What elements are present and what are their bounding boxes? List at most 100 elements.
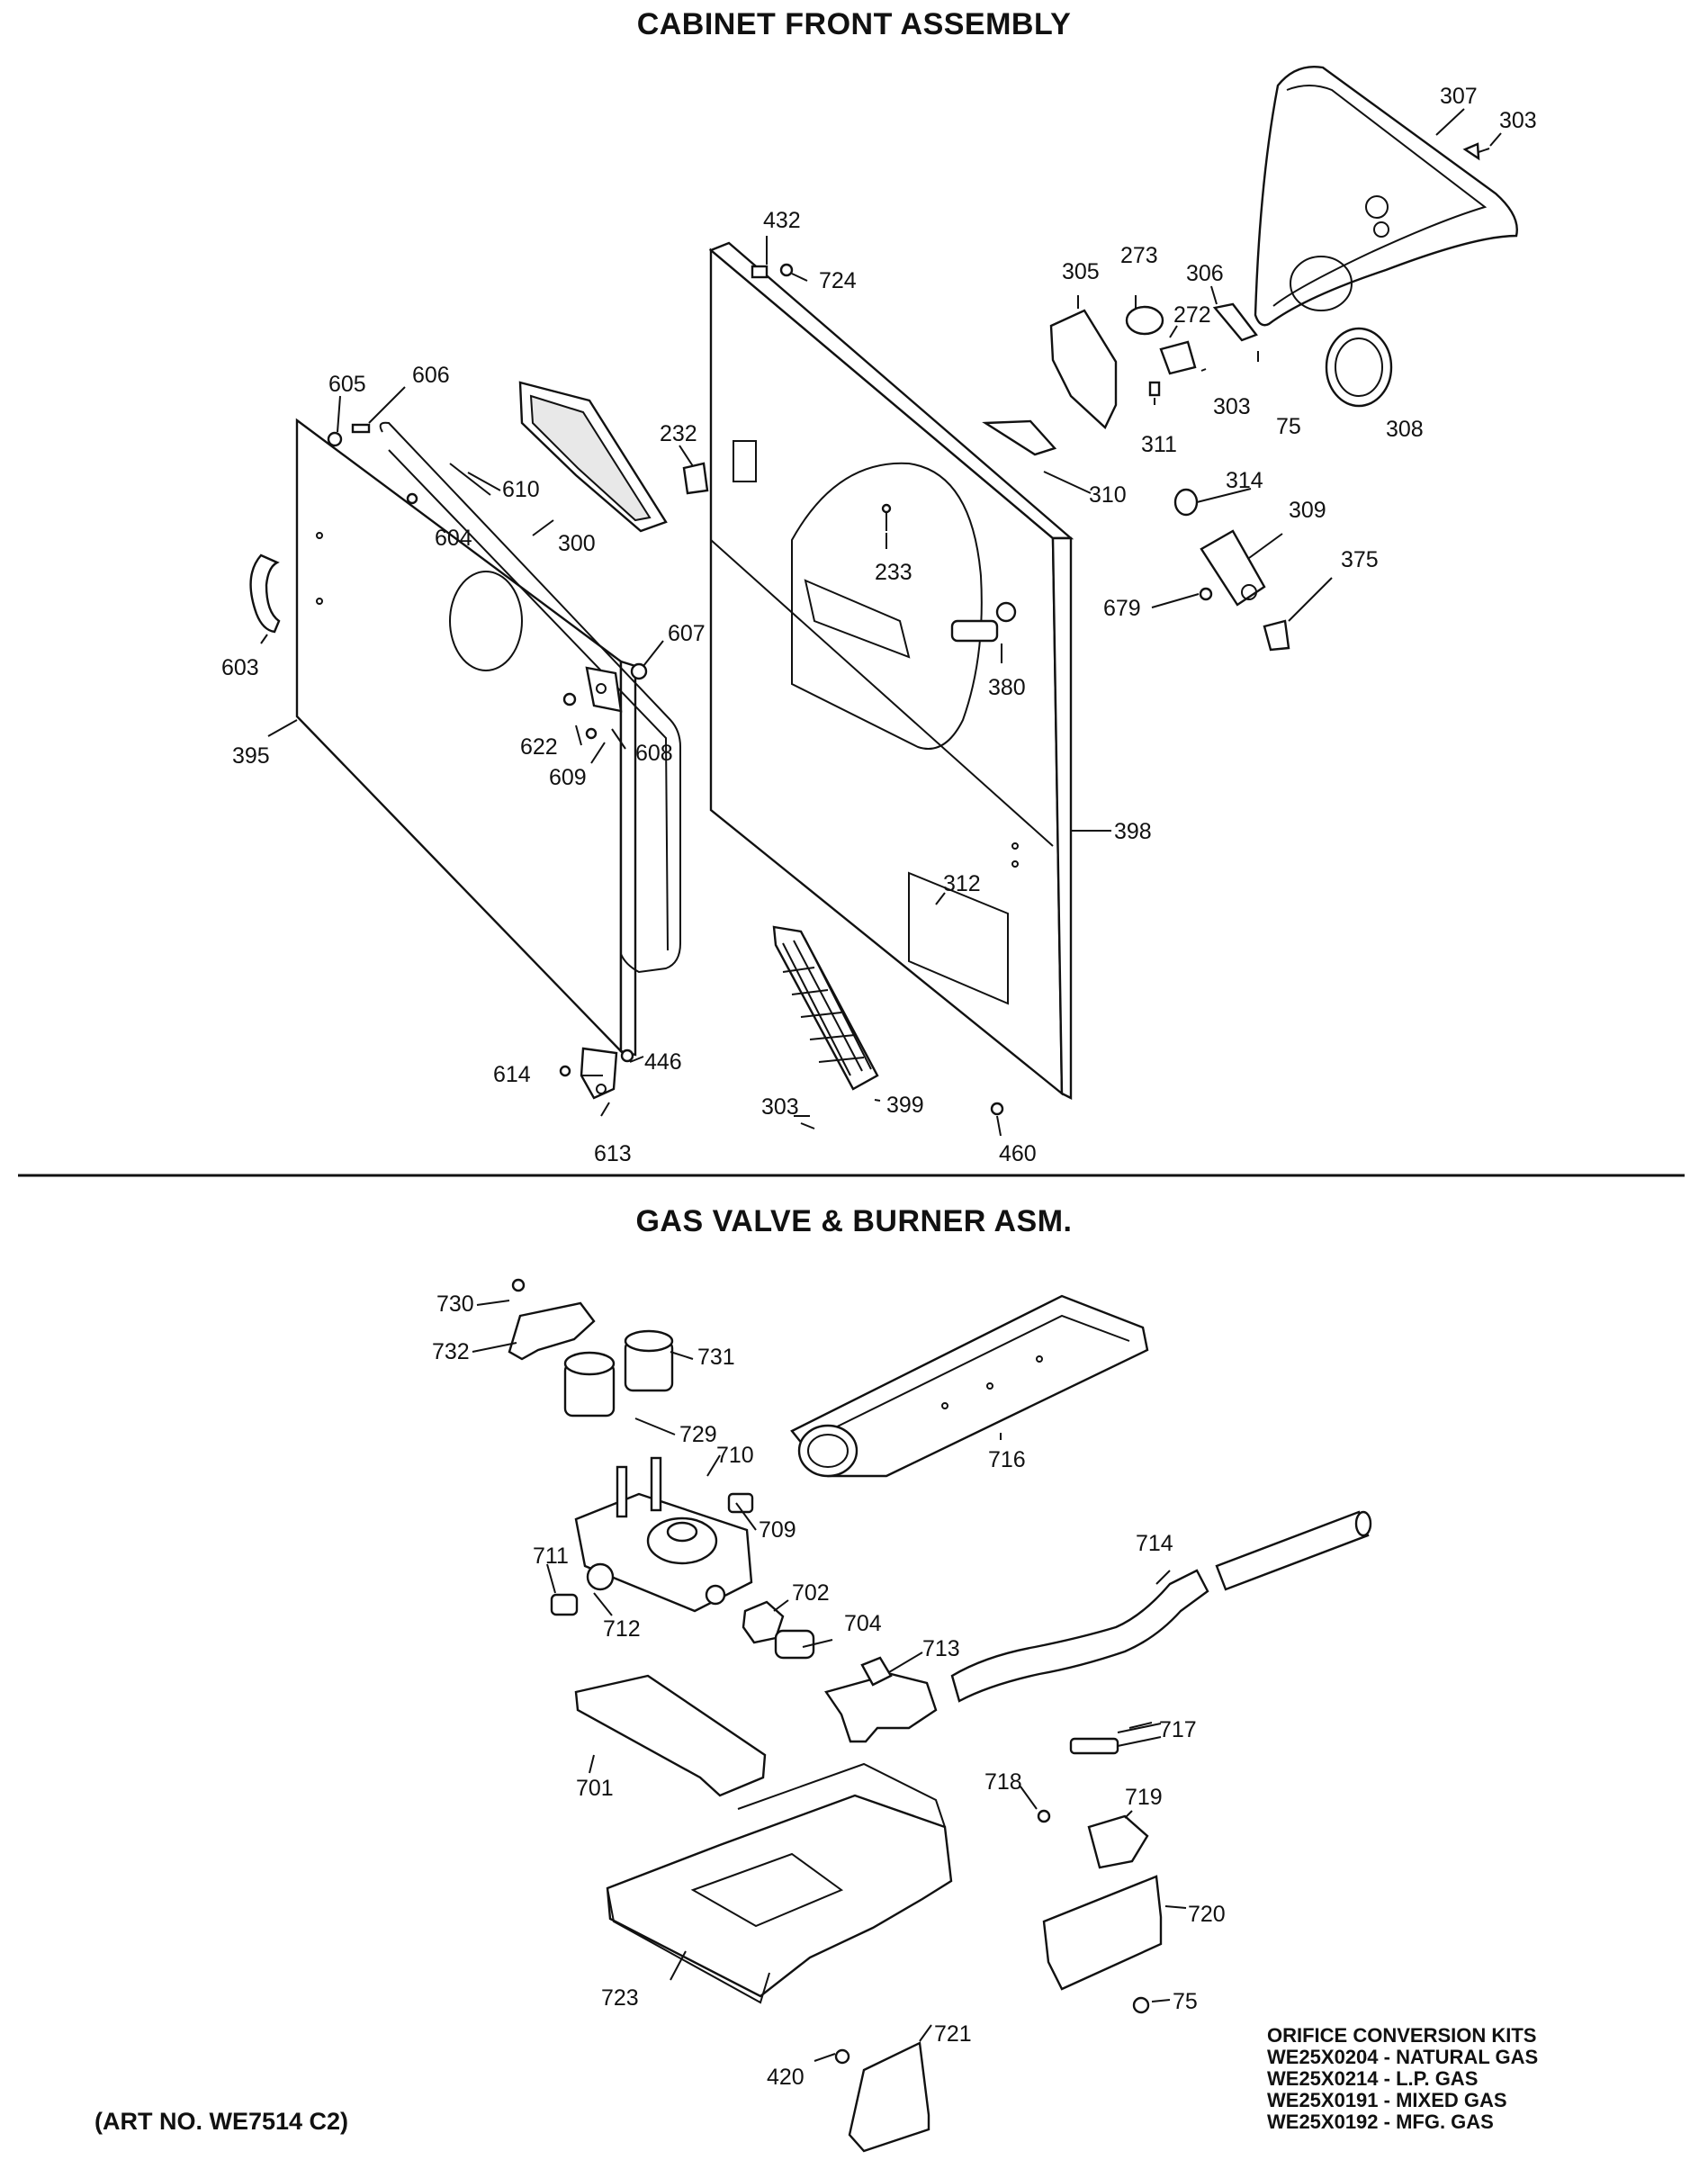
label-709: 709 xyxy=(759,1517,796,1543)
label-613: 613 xyxy=(594,1141,632,1166)
label-730: 730 xyxy=(436,1292,474,1317)
label-307: 307 xyxy=(1440,84,1478,109)
kits-heading: ORIFICE CONVERSION KITS xyxy=(1267,2024,1537,2047)
cabinet-front-title: CABINET FRONT ASSEMBLY xyxy=(636,7,1072,41)
bulkhead xyxy=(1254,66,1518,327)
coil-bracket xyxy=(508,1301,596,1361)
label-272: 272 xyxy=(1173,302,1211,328)
label-614: 614 xyxy=(493,1062,531,1087)
lint-grille xyxy=(772,925,879,1091)
part-labels: 307 303 432 724 305 273 306 272 303 75 3… xyxy=(221,84,1537,2090)
label-716: 716 xyxy=(988,1447,1026,1472)
lint-duct xyxy=(518,381,668,533)
gas-valve-title: GAS VALVE & BURNER ASM. xyxy=(635,1204,1073,1238)
burner-shield xyxy=(848,2041,930,2153)
shutoff-valve xyxy=(824,1656,938,1743)
label-233: 233 xyxy=(875,560,912,585)
label-303: 303 xyxy=(1499,108,1537,133)
kit-item: WE25X0192 - MFG. GAS xyxy=(1267,2110,1494,2133)
label-314: 314 xyxy=(1226,468,1263,493)
orifice-kits-list: ORIFICE CONVERSION KITS WE25X0204 - NATU… xyxy=(1267,2025,1538,2133)
light-bracket xyxy=(1200,529,1266,607)
label-399: 399 xyxy=(886,1093,924,1118)
label-721: 721 xyxy=(934,2021,972,2047)
label-720: 720 xyxy=(1188,1902,1226,1927)
label-610: 610 xyxy=(502,477,540,502)
valve-coils xyxy=(563,1329,674,1418)
igniter xyxy=(1087,1814,1149,1869)
label-609: 609 xyxy=(549,765,587,790)
label-718: 718 xyxy=(984,1769,1022,1795)
burner-housing xyxy=(790,1294,1149,1478)
label-308: 308 xyxy=(1386,417,1424,442)
label-432: 432 xyxy=(763,208,801,233)
thermostat-cover xyxy=(1049,309,1118,429)
label-724: 724 xyxy=(819,268,857,293)
label-604: 604 xyxy=(435,526,472,551)
burner-bracket xyxy=(606,1762,953,2004)
label-732: 732 xyxy=(432,1339,470,1364)
kit-item: WE25X0204 - NATURAL GAS xyxy=(1267,2046,1539,2068)
label-306: 306 xyxy=(1186,261,1224,286)
label-701: 701 xyxy=(576,1776,614,1801)
label-305: 305 xyxy=(1062,259,1100,284)
valve-mount-plate xyxy=(574,1674,767,1797)
label-75: 75 xyxy=(1276,414,1301,439)
art-number: (ART NO. WE7514 C2) xyxy=(94,2108,349,2135)
switch-part xyxy=(682,462,709,495)
label-731: 731 xyxy=(697,1345,735,1370)
label-710: 710 xyxy=(716,1443,754,1468)
kit-item: WE25X0191 - MIXED GAS xyxy=(1267,2089,1507,2111)
label-605: 605 xyxy=(328,372,366,397)
label-608: 608 xyxy=(635,741,673,766)
label-446: 446 xyxy=(644,1049,682,1075)
label-712: 712 xyxy=(603,1616,641,1642)
label-713: 713 xyxy=(922,1636,960,1661)
label-702: 702 xyxy=(792,1580,830,1606)
gas-valve-body xyxy=(574,1456,753,1613)
label-310: 310 xyxy=(1089,482,1127,508)
label-719: 719 xyxy=(1125,1785,1163,1810)
label-606: 606 xyxy=(412,363,450,388)
retainer-strip xyxy=(982,419,1057,456)
label-395: 395 xyxy=(232,743,270,769)
label-232: 232 xyxy=(660,421,697,446)
label-380: 380 xyxy=(988,675,1026,700)
label-717: 717 xyxy=(1159,1717,1197,1742)
label-300: 300 xyxy=(558,531,596,556)
label-460: 460 xyxy=(999,1141,1037,1166)
label-607: 607 xyxy=(668,621,706,646)
label-729: 729 xyxy=(679,1422,717,1447)
door-handle xyxy=(249,554,281,634)
label-311: 311 xyxy=(1141,432,1177,457)
label-679: 679 xyxy=(1103,596,1141,621)
label-398: 398 xyxy=(1114,819,1152,844)
label-375: 375 xyxy=(1341,547,1379,572)
label-303: 303 xyxy=(1213,394,1251,419)
label-704: 704 xyxy=(844,1611,882,1636)
door-hinge-lower xyxy=(580,1047,618,1100)
door-panel xyxy=(295,418,681,1057)
label-309: 309 xyxy=(1289,498,1326,523)
igniter-bracket xyxy=(1042,1875,1163,1991)
kit-item: WE25X0214 - L.P. GAS xyxy=(1267,2067,1479,2090)
door-switch xyxy=(950,601,1017,643)
felt-seal xyxy=(1325,327,1393,408)
label-711: 711 xyxy=(533,1544,569,1569)
label-622: 622 xyxy=(520,734,558,760)
door-hinge-upper xyxy=(585,666,623,713)
label-273: 273 xyxy=(1120,243,1158,268)
label-723: 723 xyxy=(601,1985,639,2011)
clip-part xyxy=(751,265,769,279)
label-714: 714 xyxy=(1136,1531,1173,1556)
label-303: 303 xyxy=(761,1094,799,1120)
burner-tube xyxy=(950,1569,1209,1703)
front-panel xyxy=(708,241,1074,1100)
igniter-screw xyxy=(1069,1723,1162,1755)
label-312: 312 xyxy=(943,871,981,896)
label-75: 75 xyxy=(1173,1989,1198,2014)
screw-part xyxy=(779,263,794,277)
label-420: 420 xyxy=(767,2065,805,2090)
label-603: 603 xyxy=(221,655,259,680)
